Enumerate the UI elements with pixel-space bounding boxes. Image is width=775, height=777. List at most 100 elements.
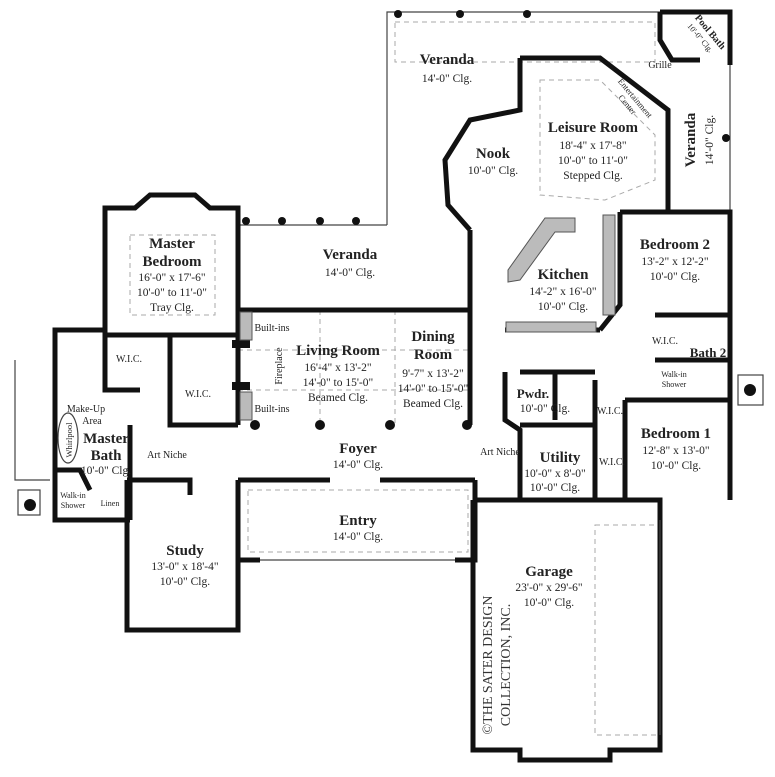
svg-text:23'-0" x 29'-6": 23'-0" x 29'-6" bbox=[515, 582, 582, 594]
room-nook: Nook 10'-0" Clg. bbox=[468, 146, 518, 177]
svg-text:COLLECTION, INC.: COLLECTION, INC. bbox=[499, 604, 514, 727]
svg-text:10'-0" Clg.: 10'-0" Clg. bbox=[524, 597, 574, 609]
svg-text:18'-4" x 17'-8": 18'-4" x 17'-8" bbox=[559, 140, 626, 152]
room-powder: Pwdr. 10'-0" Clg. bbox=[517, 386, 570, 415]
art-niche-left-label: Art Niche bbox=[147, 450, 187, 461]
walls bbox=[14, 9, 764, 763]
svg-text:Veranda: Veranda bbox=[420, 52, 475, 68]
wic-bed1-a-label: W.I.C. bbox=[597, 406, 623, 417]
room-utility: Utility 10'-0" x 8'-0" 10'-0" Clg. bbox=[524, 450, 585, 494]
area-label: Area bbox=[82, 416, 102, 427]
room-kitchen: Kitchen 14'-2" x 16'-0" 10'-0" Clg. bbox=[529, 267, 596, 313]
wic-bed1-b-label: W.I.C. bbox=[599, 457, 625, 468]
svg-text:Beamed Clg.: Beamed Clg. bbox=[308, 392, 368, 404]
svg-text:12'-8" x 13'-0": 12'-8" x 13'-0" bbox=[642, 445, 709, 457]
room-study: Study 13'-0" x 18'-4" 10'-0" Clg. bbox=[151, 543, 218, 588]
svg-text:9'-7" x 13'-2": 9'-7" x 13'-2" bbox=[402, 368, 463, 380]
svg-text:14'-0" Clg.: 14'-0" Clg. bbox=[325, 267, 375, 279]
svg-text:16'-4" x 13'-2": 16'-4" x 13'-2" bbox=[304, 362, 371, 374]
svg-text:13'-2" x 12'-2": 13'-2" x 12'-2" bbox=[641, 256, 708, 268]
svg-text:13'-0" x 18'-4": 13'-0" x 18'-4" bbox=[151, 561, 218, 573]
room-dining: Dining Room 9'-7" x 13'-2" 14'-0" to 15'… bbox=[398, 329, 468, 410]
shower2-label: Shower bbox=[662, 380, 687, 389]
svg-text:Stepped Clg.: Stepped Clg. bbox=[563, 170, 623, 182]
room-foyer: Foyer 14'-0" Clg. bbox=[333, 441, 383, 471]
svg-text:Bedroom 1: Bedroom 1 bbox=[641, 426, 711, 442]
art-niche-right-label: Art Niche bbox=[480, 447, 520, 458]
svg-text:Pwdr.: Pwdr. bbox=[517, 386, 549, 401]
svg-text:Living Room: Living Room bbox=[296, 343, 380, 359]
svg-text:14'-2" x 16'-0": 14'-2" x 16'-0" bbox=[529, 286, 596, 298]
svg-text:14'-0" Clg.: 14'-0" Clg. bbox=[422, 73, 472, 85]
builtins-bottom-label: Built-ins bbox=[254, 404, 289, 415]
svg-text:Room: Room bbox=[414, 347, 453, 363]
svg-text:Nook: Nook bbox=[476, 146, 511, 162]
room-veranda-mid: Veranda 14'-0" Clg. bbox=[323, 247, 378, 279]
room-master-bath: Master Bath 10'-0" Clg. bbox=[81, 431, 131, 477]
svg-text:10'-0" Clg.: 10'-0" Clg. bbox=[538, 301, 588, 313]
fireplace-label: Fireplace bbox=[274, 347, 285, 385]
svg-text:Bedroom 2: Bedroom 2 bbox=[640, 237, 710, 253]
svg-text:Utility: Utility bbox=[540, 450, 581, 466]
wic-bed2-label: W.I.C. bbox=[652, 336, 678, 347]
wic-master-small-label: W.I.C. bbox=[116, 354, 142, 365]
svg-text:14'-0" Clg.: 14'-0" Clg. bbox=[333, 459, 383, 471]
linen-label: Linen bbox=[101, 499, 120, 508]
svg-text:Garage: Garage bbox=[525, 564, 573, 580]
svg-text:Leisure Room: Leisure Room bbox=[548, 120, 639, 136]
svg-text:14'-0" to 15'-0": 14'-0" to 15'-0" bbox=[398, 383, 468, 395]
copyright-notice: ©THE SATER DESIGN COLLECTION, INC. bbox=[481, 596, 514, 735]
room-veranda-right: Veranda 14'-0" Clg. bbox=[683, 112, 716, 167]
ceiling-dashes bbox=[129, 21, 661, 736]
svg-text:Master: Master bbox=[83, 431, 129, 447]
svg-text:10'-0" to 11'-0": 10'-0" to 11'-0" bbox=[558, 155, 628, 167]
room-veranda-top: Veranda 14'-0" Clg. bbox=[420, 52, 475, 85]
svg-text:10'-0" Clg.: 10'-0" Clg. bbox=[81, 465, 131, 477]
walkin-shower-label: Walk-in bbox=[60, 491, 86, 500]
grille-label: Grille bbox=[648, 60, 672, 71]
svg-text:10'-0" Clg.: 10'-0" Clg. bbox=[468, 165, 518, 177]
svg-text:10'-0" Clg.: 10'-0" Clg. bbox=[530, 482, 580, 494]
svg-text:10'-0" Clg.: 10'-0" Clg. bbox=[160, 576, 210, 588]
svg-text:10'-0" to 11'-0": 10'-0" to 11'-0" bbox=[137, 287, 207, 299]
svg-text:Bedroom: Bedroom bbox=[143, 254, 202, 270]
svg-text:Dining: Dining bbox=[411, 329, 455, 345]
svg-text:Kitchen: Kitchen bbox=[538, 267, 589, 283]
room-entry: Entry 14'-0" Clg. bbox=[333, 513, 383, 543]
svg-text:Beamed Clg.: Beamed Clg. bbox=[403, 398, 463, 410]
room-pool-bath: Pool Bath 10'-0" Clg. bbox=[686, 13, 728, 54]
svg-text:Tray Clg.: Tray Clg. bbox=[150, 302, 194, 314]
shower-label: Shower bbox=[61, 501, 86, 510]
walkin-shower2-label: Walk-in bbox=[661, 370, 687, 379]
columns bbox=[24, 10, 756, 511]
svg-text:Bath: Bath bbox=[91, 448, 123, 464]
room-leisure: Leisure Room 18'-4" x 17'-8" 10'-0" to 1… bbox=[548, 120, 639, 182]
wic-master-large-label: W.I.C. bbox=[185, 389, 211, 400]
room-living: Living Room 16'-4" x 13'-2" 14'-0" to 15… bbox=[296, 343, 380, 404]
room-bath-2: Bath 2 bbox=[690, 345, 726, 360]
builtins-top-label: Built-ins bbox=[254, 323, 289, 334]
svg-text:14'-0" to 15'-0": 14'-0" to 15'-0" bbox=[303, 377, 373, 389]
svg-text:10'-0" Clg.: 10'-0" Clg. bbox=[650, 271, 700, 283]
svg-text:14'-0" Clg.: 14'-0" Clg. bbox=[704, 115, 716, 165]
whirlpool-label: Whirlpool bbox=[64, 422, 74, 458]
svg-text:10'-0" Clg.: 10'-0" Clg. bbox=[651, 460, 701, 472]
room-garage: Garage 23'-0" x 29'-6" 10'-0" Clg. bbox=[515, 564, 582, 609]
room-master-bedroom: Master Bedroom 16'-0" x 17'-6" 10'-0" to… bbox=[137, 236, 207, 314]
svg-text:Entry: Entry bbox=[339, 513, 377, 529]
svg-text:Foyer: Foyer bbox=[339, 441, 377, 457]
svg-text:Study: Study bbox=[166, 543, 204, 559]
makeup-label: Make-Up bbox=[67, 404, 105, 415]
room-bedroom-2: Bedroom 2 13'-2" x 12'-2" 10'-0" Clg. bbox=[640, 237, 710, 283]
room-bedroom-1: Bedroom 1 12'-8" x 13'-0" 10'-0" Clg. bbox=[641, 426, 711, 472]
svg-text:10'-0" Clg.: 10'-0" Clg. bbox=[520, 403, 570, 415]
svg-text:Veranda: Veranda bbox=[323, 247, 378, 263]
svg-text:©THE SATER DESIGN: ©THE SATER DESIGN bbox=[481, 596, 496, 735]
svg-text:Master: Master bbox=[149, 236, 195, 252]
svg-text:16'-0" x 17'-6": 16'-0" x 17'-6" bbox=[138, 272, 205, 284]
svg-text:14'-0" Clg.: 14'-0" Clg. bbox=[333, 531, 383, 543]
svg-text:10'-0" x 8'-0": 10'-0" x 8'-0" bbox=[524, 468, 585, 480]
svg-text:Veranda: Veranda bbox=[683, 112, 699, 167]
